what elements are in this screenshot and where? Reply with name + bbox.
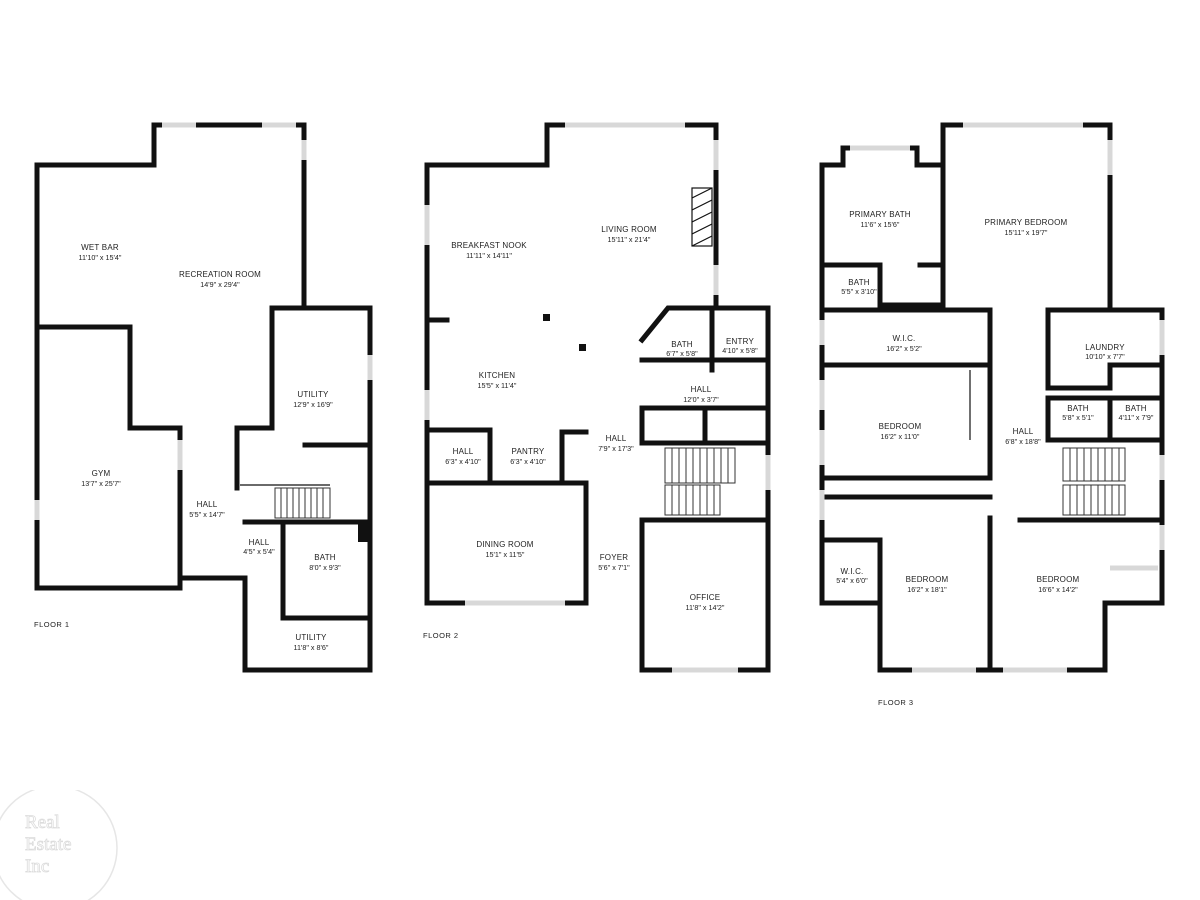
room-name-breakfast-nook: BREAKFAST NOOK [451, 241, 527, 250]
room-dim-bath-5: 4'11" x 7'9" [1119, 413, 1154, 422]
room-name-foyer: FOYER [600, 553, 629, 562]
room-name-bath-4: BATH [1067, 404, 1089, 413]
room-dim-bath-3: 5'5" x 3'10" [841, 287, 877, 296]
room-name-hall-1: HALL [197, 500, 218, 509]
watermark-line-3: Inc [25, 856, 49, 877]
room-dim-hall-5: 7'9" x 17'3" [598, 444, 634, 453]
room-dim-kitchen: 15'5" x 11'4" [478, 381, 517, 390]
room-dim-breakfast-nook: 11'11" x 14'11" [466, 251, 512, 260]
room-dim-bath-4: 5'8" x 5'1" [1062, 413, 1094, 422]
room-name-bedroom-3: BEDROOM [1037, 575, 1080, 584]
room-name-recreation-room: RECREATION ROOM [179, 270, 261, 279]
room-dim-laundry: 10'10" x 7'7" [1085, 352, 1125, 361]
room-name-bath-1: BATH [314, 553, 336, 562]
room-name-entry: ENTRY [726, 337, 754, 346]
room-name-utility-1: UTILITY [297, 390, 329, 399]
room-name-bedroom-1: BEDROOM [879, 422, 922, 431]
room-name-wic-1: W.I.C. [893, 334, 916, 343]
room-name-hall-6: HALL [1013, 427, 1034, 436]
floor-2-stairs [664, 447, 736, 516]
room-dim-hall-4: 6'3" x 4'10" [445, 457, 481, 466]
floor-3-windows [819, 122, 1165, 673]
room-dim-wic-1: 16'2" x 5'2" [886, 344, 922, 353]
room-dim-office: 11'8" x 14'2" [686, 603, 725, 612]
room-dim-hall-3: 12'0" x 3'7" [683, 395, 719, 404]
room-name-bath-5: BATH [1125, 404, 1147, 413]
floor-3-walls [819, 122, 1165, 673]
room-name-primary-bath: PRIMARY BATH [849, 210, 911, 219]
room-dim-living-room: 15'11" x 21'4" [608, 235, 651, 244]
room-name-hall-5: HALL [606, 434, 627, 443]
room-dim-bath-2: 6'7" x 5'8" [666, 349, 698, 358]
room-name-hall-3: HALL [691, 385, 712, 394]
floor-label-3: FLOOR 3 [878, 698, 914, 707]
room-dim-bedroom-2: 16'2" x 18'1" [907, 585, 947, 594]
watermark-line-2: Estate [25, 834, 71, 855]
floor-1-walls [34, 122, 373, 673]
room-dim-bedroom-3: 16'6" x 14'2" [1038, 585, 1078, 594]
room-name-bedroom-2: BEDROOM [906, 575, 949, 584]
room-dim-utility-2: 11'8" x 8'6" [294, 643, 329, 652]
room-dim-pantry: 6'3" x 4'10" [510, 457, 546, 466]
room-dim-hall-1: 5'5" x 14'7" [189, 510, 225, 519]
room-dim-foyer: 5'6" x 7'1" [598, 563, 630, 572]
room-name-kitchen: KITCHEN [479, 371, 516, 380]
floor-label-1: FLOOR 1 [34, 620, 70, 629]
room-dim-entry: 4'10" x 5'8" [722, 346, 758, 355]
room-dim-bath-1: 8'0" x 9'3" [309, 563, 341, 572]
room-dim-wic-2: 5'4" x 6'0" [836, 576, 868, 585]
floor-1 [34, 122, 373, 673]
room-name-wet-bar: WET BAR [81, 243, 119, 252]
room-name-hall-2: HALL [249, 538, 270, 547]
room-dim-utility-1: 12'9" x 16'9" [293, 400, 333, 409]
room-dim-primary-bedroom: 15'11" x 19'7" [1005, 228, 1048, 237]
floor-2-fireplace [691, 187, 713, 247]
room-name-bath-3: BATH [848, 278, 870, 287]
room-name-hall-4: HALL [453, 447, 474, 456]
floor-1-stairs [240, 484, 331, 519]
room-name-dining-room: DINING ROOM [476, 540, 533, 549]
room-name-primary-bedroom: PRIMARY BEDROOM [985, 218, 1068, 227]
floor-2 [424, 122, 771, 673]
room-dim-dining-room: 15'1" x 11'5" [486, 550, 525, 559]
watermark-line-1: Real [25, 812, 60, 833]
floor-2-windows [424, 122, 771, 673]
room-labels: WET BAR 11'10" x 15'4" RECREATION ROOM 1… [79, 210, 1154, 652]
room-name-living-room: LIVING ROOM [601, 225, 657, 234]
room-dim-primary-bath: 11'6" x 15'6" [861, 220, 900, 229]
floor-1-windows [34, 122, 373, 520]
room-name-office: OFFICE [690, 593, 721, 602]
room-name-wic-2: W.I.C. [841, 567, 864, 576]
floor-3-stairs [1062, 447, 1126, 516]
floor-3 [819, 122, 1165, 673]
room-name-laundry: LAUNDRY [1085, 343, 1125, 352]
room-name-pantry: PANTRY [512, 447, 545, 456]
room-dim-recreation-room: 14'9" x 29'4" [200, 280, 240, 289]
floor-label-2: FLOOR 2 [423, 631, 459, 640]
room-name-utility-2: UTILITY [295, 633, 327, 642]
floor-labels: FLOOR 1 FLOOR 2 FLOOR 3 [34, 620, 914, 707]
room-dim-bedroom-1: 16'2" x 11'0" [881, 432, 920, 441]
room-dim-hall-2: 4'5" x 5'4" [243, 547, 275, 556]
room-name-bath-2: BATH [671, 340, 693, 349]
room-name-gym: GYM [92, 469, 111, 478]
room-dim-wet-bar: 11'10" x 15'4" [79, 253, 122, 262]
room-dim-hall-6: 6'8" x 18'8" [1005, 437, 1041, 446]
watermark-logo: Real Estate Inc [0, 790, 118, 900]
room-dim-gym: 13'7" x 25'7" [81, 479, 121, 488]
